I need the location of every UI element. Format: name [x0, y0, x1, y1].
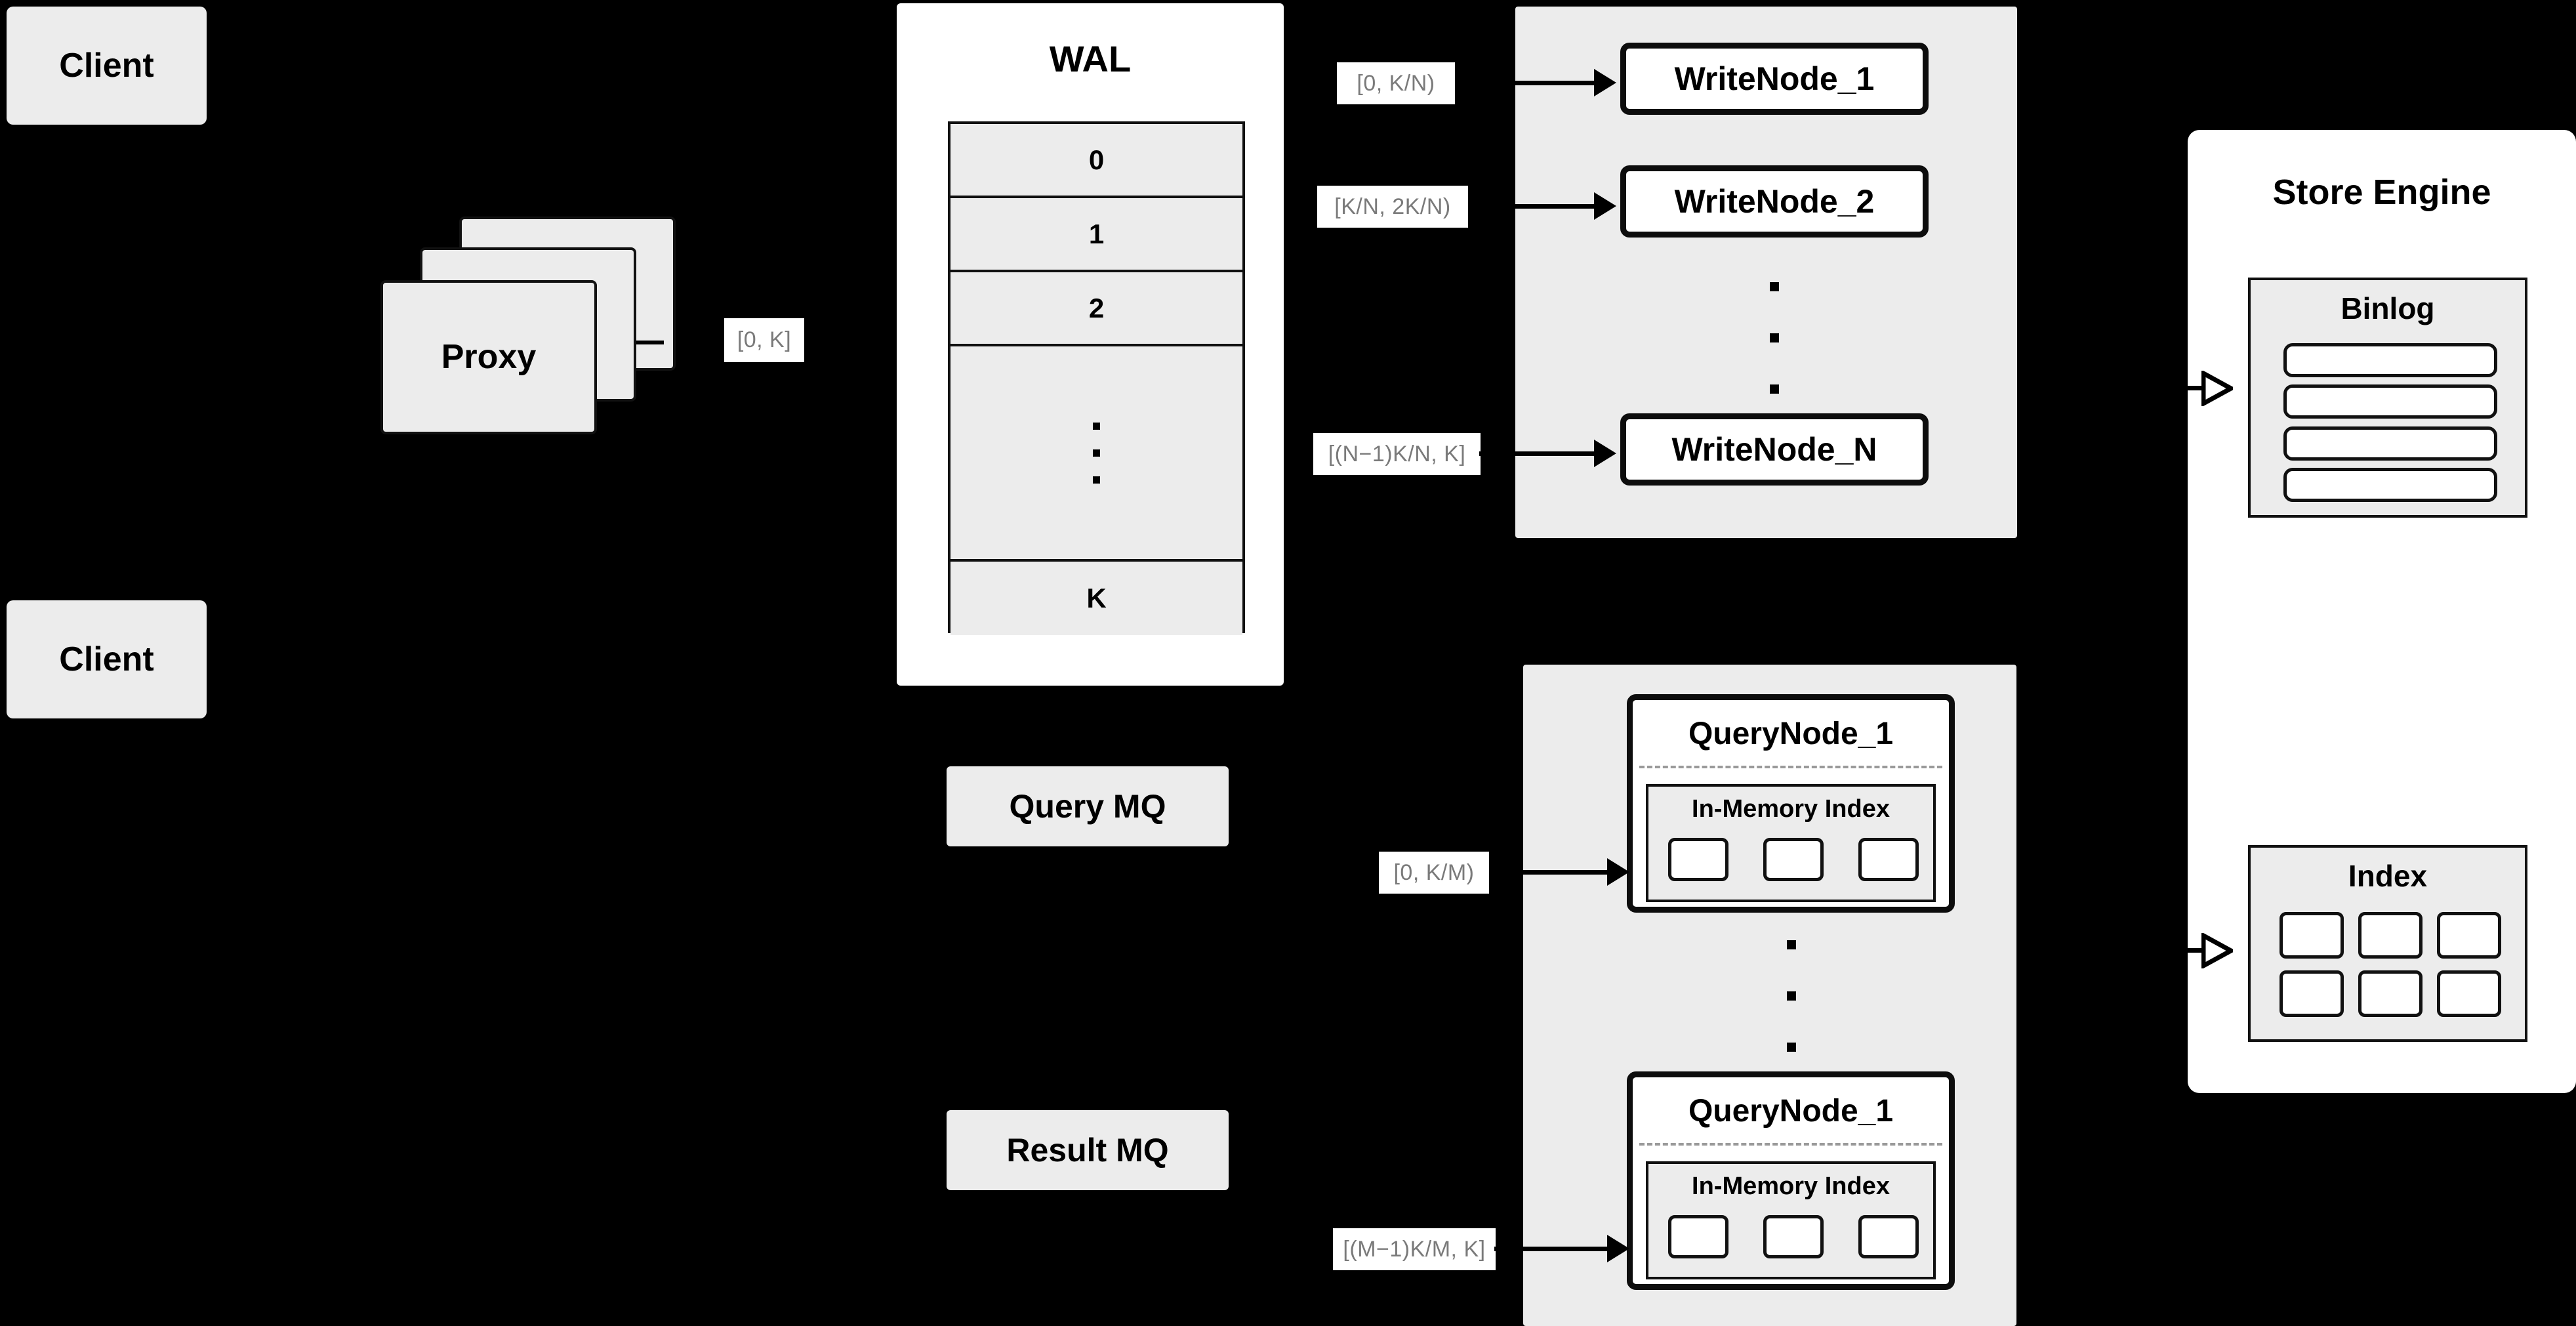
client-label-2: Client: [59, 640, 154, 678]
write-node-2-label: WriteNode_2: [1674, 182, 1875, 220]
index-slot: [2437, 912, 2501, 959]
write-node-cluster: WriteNode_1 WriteNode_2 WriteNode_N: [1515, 7, 2017, 538]
in-memory-index-slots-1: [1668, 838, 1919, 888]
query-node-m-divider: [1639, 1143, 1942, 1146]
range-label-write-node-2: [K/N, 2K/N): [1317, 186, 1468, 228]
write-node-1-label: WriteNode_1: [1674, 60, 1875, 97]
range-label-write-node-1: [0, K/N): [1337, 62, 1455, 104]
range-text-write-n: [(N−1)K/N, K]: [1328, 441, 1466, 466]
arrow-head-query-node-m: [1607, 1235, 1629, 1262]
store-engine-panel: Store Engine Binlog Index: [2188, 130, 2576, 1093]
arrow-line-write-node-2: [1468, 204, 1595, 209]
index-slot: [1668, 1215, 1728, 1258]
index-panel: Index: [2248, 845, 2527, 1042]
arrow-line-write-node-1: [1458, 81, 1595, 85]
arrow-line-to-binlog: [2177, 386, 2204, 390]
arrow-head-open-index: [2201, 933, 2233, 968]
binlog-row: [2283, 384, 2497, 419]
arrow-head-write-node-n: [1594, 440, 1616, 467]
binlog-row: [2283, 426, 2497, 461]
binlog-panel: Binlog: [2248, 278, 2527, 518]
range-label-write-node-n: [(N−1)K/N, K]: [1313, 433, 1481, 475]
query-node-m[interactable]: QueryNode_1 In-Memory Index: [1627, 1071, 1955, 1290]
proxy-label: Proxy: [441, 338, 537, 377]
binlog-title: Binlog: [2341, 291, 2435, 325]
arrow-line-query-node-1: [1489, 870, 1608, 875]
client-label-1: Client: [59, 46, 154, 85]
index-slot: [2437, 970, 2501, 1017]
client-box-1[interactable]: Client: [7, 7, 207, 125]
proxy-front-card[interactable]: Proxy: [380, 280, 597, 434]
wal-row: 1: [951, 198, 1242, 272]
write-cluster-ellipsis: [1770, 282, 1779, 394]
write-node-n[interactable]: WriteNode_N: [1620, 413, 1929, 486]
wal-row: 2: [951, 272, 1242, 346]
binlog-row: [2283, 343, 2497, 377]
in-memory-index-slots-2: [1668, 1215, 1919, 1265]
index-slot: [1858, 838, 1919, 881]
arrow-line-query-node-m: [1494, 1247, 1608, 1251]
index-slot: [1763, 838, 1824, 881]
query-node-1-label: QueryNode_1: [1688, 716, 1894, 751]
binlog-row: [2283, 467, 2497, 502]
arrow-head-open-binlog: [2201, 371, 2233, 406]
write-node-2[interactable]: WriteNode_2: [1620, 165, 1929, 238]
arrow-head-write-node-2: [1594, 192, 1616, 220]
index-slot-grid: [2280, 912, 2501, 1017]
query-node-cluster: QueryNode_1 In-Memory Index QueryNode_: [1523, 665, 2016, 1326]
range-text-query-1: [0, K/M): [1393, 860, 1475, 885]
query-node-1[interactable]: QueryNode_1 In-Memory Index: [1627, 694, 1955, 913]
arrow-line-to-index: [2177, 948, 2204, 953]
arrow-head-write-node-1: [1594, 69, 1616, 96]
in-memory-index-panel-2: In-Memory Index: [1646, 1161, 1936, 1279]
index-slot: [2280, 970, 2344, 1017]
query-cluster-ellipsis: [1787, 940, 1796, 1052]
index-slot: [1668, 838, 1728, 881]
query-node-m-label: QueryNode_1: [1688, 1093, 1894, 1129]
wal-title: WAL: [1049, 37, 1132, 79]
index-slot: [1763, 1215, 1824, 1258]
range-label-query-node-m: [(M−1)K/M, K]: [1333, 1228, 1496, 1270]
wal-row-value: 1: [1088, 218, 1105, 249]
wal-row: 0: [951, 124, 1242, 198]
wal-row-ellipsis: [951, 346, 1242, 562]
in-memory-index-title-1: In-Memory Index: [1692, 795, 1890, 823]
arrow-head-query-node-1: [1607, 858, 1629, 886]
wal-row: K: [951, 562, 1242, 635]
store-engine-title: Store Engine: [2272, 172, 2491, 212]
wal-row-value: K: [1086, 583, 1107, 613]
range-label-query-node-1: [0, K/M): [1379, 852, 1489, 894]
index-slot: [2358, 912, 2423, 959]
binlog-rows: [2283, 343, 2497, 502]
wal-table: 0 1 2 K: [948, 121, 1245, 635]
write-node-1[interactable]: WriteNode_1: [1620, 43, 1929, 115]
query-mq-label: Query MQ: [1009, 787, 1166, 825]
index-slot: [1858, 1215, 1919, 1258]
write-node-n-label: WriteNode_N: [1671, 430, 1877, 468]
client-box-2[interactable]: Client: [7, 600, 207, 718]
range-text-proxy: [0, K]: [737, 327, 792, 352]
result-mq-box[interactable]: Result MQ: [947, 1110, 1229, 1190]
range-text-write-1: [0, K/N): [1357, 70, 1435, 96]
query-mq-box[interactable]: Query MQ: [947, 766, 1229, 846]
arrow-line-write-node-n: [1479, 451, 1595, 456]
index-slot: [2280, 912, 2344, 959]
index-title: Index: [2348, 858, 2428, 893]
query-node-1-divider: [1639, 766, 1942, 768]
proxy-stack[interactable]: Proxy: [380, 217, 689, 440]
wal-panel: WAL 0 1 2 K: [897, 3, 1284, 686]
wal-row-value: 0: [1088, 144, 1105, 175]
in-memory-index-panel-1: In-Memory Index: [1646, 784, 1936, 902]
result-mq-label: Result MQ: [1006, 1131, 1169, 1169]
range-text-write-2: [K/N, 2K/N): [1334, 194, 1451, 219]
range-label-proxy-to-wal: [0, K]: [724, 318, 804, 362]
index-slot: [2358, 970, 2423, 1017]
range-text-query-m: [(M−1)K/M, K]: [1343, 1236, 1486, 1262]
wal-row-value: 2: [1088, 292, 1105, 323]
proxy-connector-line: [636, 341, 664, 344]
in-memory-index-title-2: In-Memory Index: [1692, 1172, 1890, 1201]
